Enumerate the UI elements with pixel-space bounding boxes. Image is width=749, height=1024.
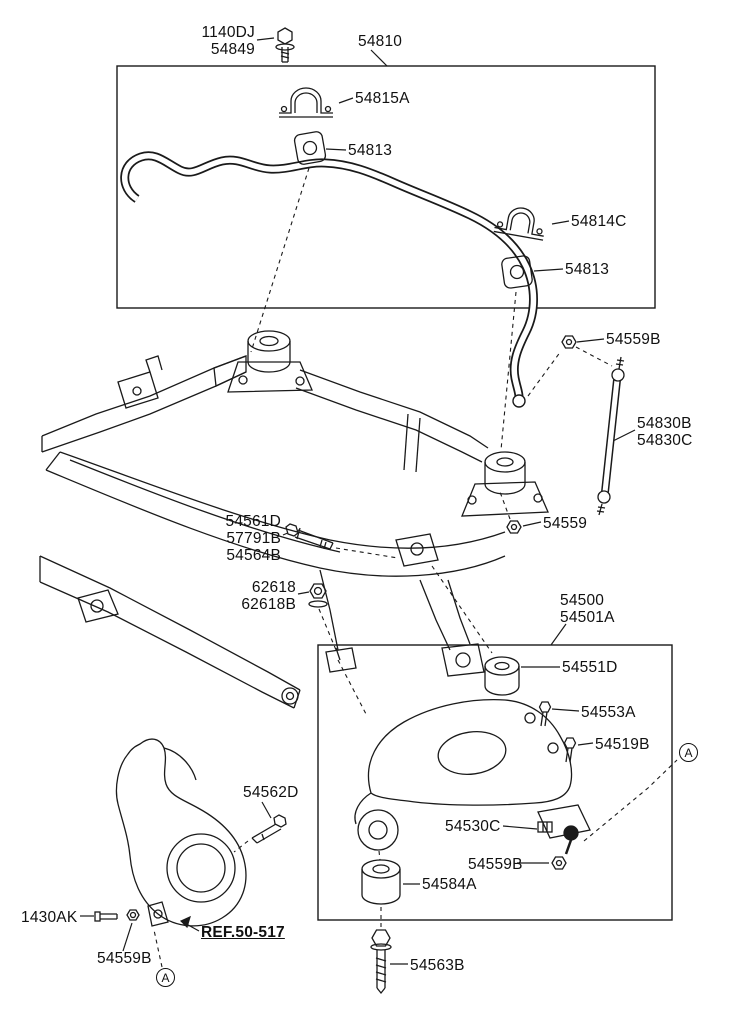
assembly-boxes <box>116 65 673 921</box>
label-link-nut-top[interactable]: 54559B <box>606 331 661 348</box>
label-arm-bolt-b[interactable]: 54519B <box>595 736 650 753</box>
label-mount-bolt-line2[interactable]: 57791B <box>226 530 281 547</box>
label-bushing-right[interactable]: 54813 <box>565 261 610 278</box>
label-top-bolt[interactable]: 1140DJ 54849 <box>193 24 255 58</box>
label-bushing-upper[interactable]: 54813 <box>348 142 393 159</box>
nut-54559-art <box>506 520 522 534</box>
label-arm-bushing-rear[interactable]: 54584A <box>422 876 477 893</box>
mount-bolt-art <box>285 523 334 550</box>
marker-a-right: A <box>679 743 698 762</box>
stabilizer-assembly-box <box>116 65 656 309</box>
label-bracket-upper[interactable]: 54815A <box>355 90 410 107</box>
lower-arm-art <box>354 656 591 905</box>
label-arm-mount-bolt[interactable]: 54563B <box>410 957 465 974</box>
stabilizer-link-art <box>596 356 625 516</box>
label-mount-bolt-line3[interactable]: 54564B <box>226 547 281 564</box>
lower-arm-assembly-box <box>317 644 673 921</box>
leader-lines <box>80 37 636 965</box>
label-lower-arm-line1[interactable]: 54500 <box>560 592 605 609</box>
marker-a-bottom: A <box>156 968 175 987</box>
label-flange-nut-line2[interactable]: 62618B <box>241 596 296 613</box>
label-stabilizer-assembly[interactable]: 54810 <box>358 33 403 50</box>
label-knuckle-nut[interactable]: 54559B <box>97 950 152 967</box>
arm-mount-bolt-art <box>370 929 392 995</box>
label-ball-joint-nut[interactable]: 54559B <box>468 856 523 873</box>
label-knuckle-ref[interactable]: REF.50-517 <box>201 924 285 941</box>
label-arm-bushing-front[interactable]: 54551D <box>562 659 618 676</box>
flange-nut-art <box>308 583 328 608</box>
label-lower-arm-line2[interactable]: 54501A <box>560 609 615 626</box>
label-flange-nut[interactable]: 62618 62618B <box>230 579 296 613</box>
label-link-line1[interactable]: 54830B <box>637 415 692 432</box>
label-link[interactable]: 54830B 54830C <box>637 415 693 449</box>
label-nut-54559[interactable]: 54559 <box>543 515 588 532</box>
bracket-upper-art <box>279 87 333 118</box>
label-bracket-right[interactable]: 54814C <box>571 213 627 230</box>
label-knuckle-pin[interactable]: 1430AK <box>21 909 78 926</box>
bushing-right-art <box>501 255 533 289</box>
knuckle-art <box>94 738 287 927</box>
label-ball-joint[interactable]: 54530C <box>445 818 501 835</box>
ref-arrowhead <box>179 915 191 929</box>
label-arm-bolt-a[interactable]: 54553A <box>581 704 636 721</box>
assembly-dashed-lines <box>153 167 678 968</box>
label-top-bolt-line2[interactable]: 54849 <box>210 41 255 58</box>
label-knuckle-bolt[interactable]: 54562D <box>243 784 299 801</box>
link-nut-art <box>561 335 577 349</box>
top-bolt-art <box>275 27 295 63</box>
label-lower-arm[interactable]: 54500 54501A <box>560 592 615 626</box>
subframe-art <box>39 330 549 709</box>
label-mount-bolt-line1[interactable]: 54561D <box>225 513 281 530</box>
bushing-upper-art <box>293 131 327 165</box>
label-flange-nut-line1[interactable]: 62618 <box>251 579 296 596</box>
bracket-right-art <box>493 207 544 241</box>
label-link-line2[interactable]: 54830C <box>637 432 693 449</box>
label-mount-bolt[interactable]: 54561D 57791B 54564B <box>217 513 281 564</box>
label-top-bolt-line1[interactable]: 1140DJ <box>201 24 255 41</box>
stabilizer-bar-art <box>120 151 538 408</box>
